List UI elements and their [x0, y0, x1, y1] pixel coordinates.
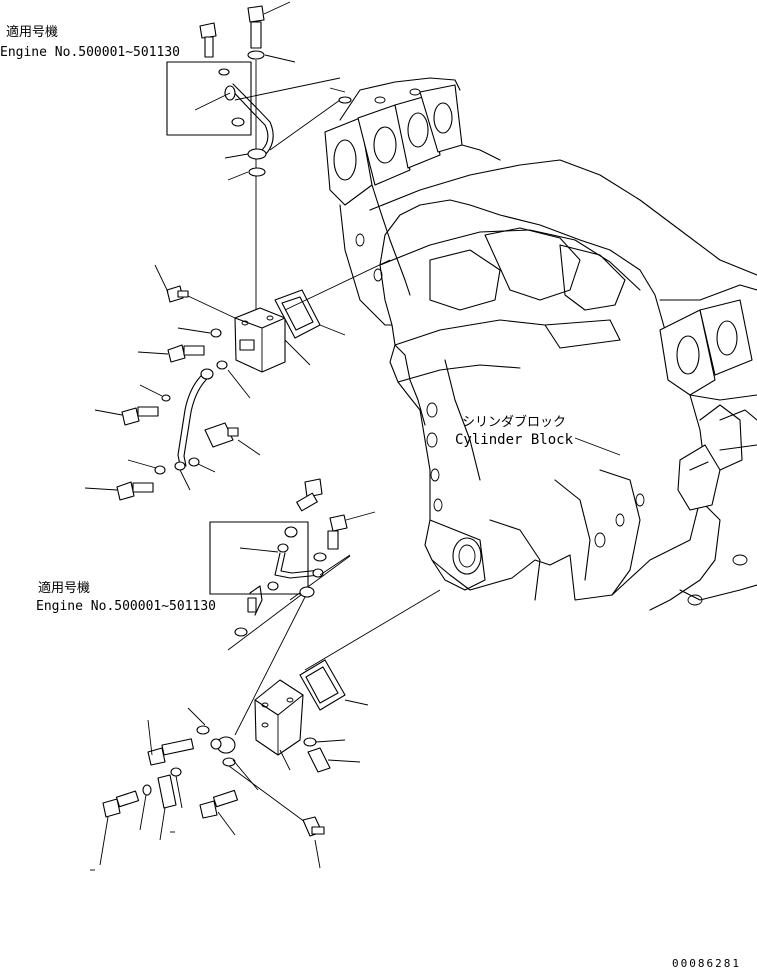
lower-applicability-note: 適用号機 Engine No.500001~501130 — [36, 521, 351, 651]
cylinder-block-label-en: Cylinder Block — [455, 432, 574, 448]
cylinder-heads — [324, 77, 501, 326]
cylinder-block — [369, 159, 757, 611]
upper-oil-pipe — [84, 368, 261, 501]
drawing-number: 00086281 — [672, 957, 741, 970]
upper-applicability-note: 適用号機 Engine No.500001~501130 — [0, 24, 252, 136]
upper-note-label-jp: 適用号機 — [6, 24, 58, 40]
cylinder-block-body — [379, 199, 706, 601]
upper-detail-box — [166, 61, 252, 136]
rear-cylinder-head — [659, 299, 753, 511]
lower-detail-box — [209, 521, 309, 595]
upper-filter-block — [137, 259, 391, 399]
lower-bolts — [90, 707, 239, 871]
lower-note-label-en: Engine No.500001~501130 — [36, 599, 216, 614]
upper-note-label-en: Engine No.500001~501130 — [0, 45, 180, 60]
cylinder-block-label: シリンダブロック Cylinder Block — [455, 414, 621, 456]
lower-note-label-jp: 適用号機 — [38, 580, 90, 596]
lower-filter-block — [210, 589, 441, 869]
upper-oil-line-assembly — [194, 1, 352, 315]
cylinder-block-label-jp: シリンダブロック — [462, 414, 566, 430]
lower-bolts-upper — [296, 478, 376, 598]
